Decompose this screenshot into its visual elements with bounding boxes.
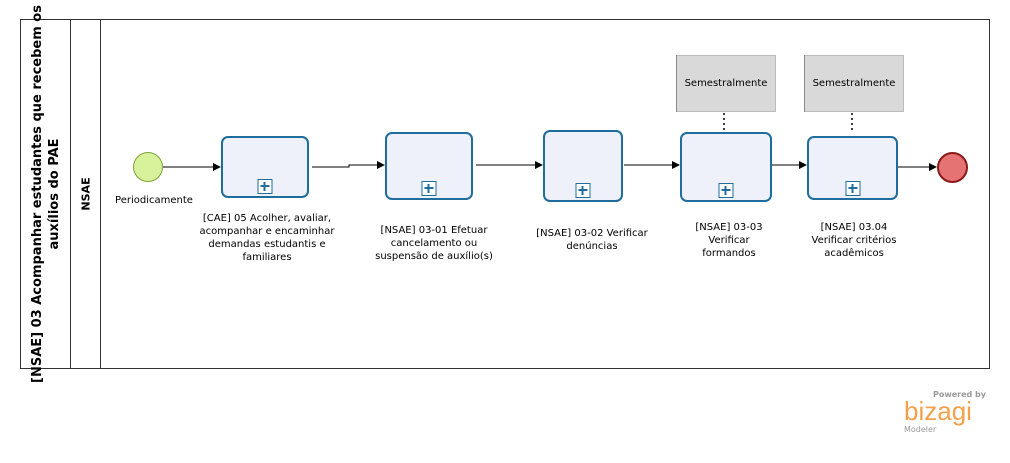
task-nsae-03-01-label: [NSAE] 03-01 Efetuar cancelamento ou sus… xyxy=(349,224,519,263)
label-line: acompanhar e encaminhar xyxy=(199,226,335,237)
label-line: [CAE] 05 Acolher, avaliar, xyxy=(202,213,332,224)
annotation-semestralmente-1: Semestralmente xyxy=(676,55,776,112)
label-line: demandas estudantis e xyxy=(208,239,326,250)
label-line: familiares xyxy=(242,252,292,263)
end-event[interactable] xyxy=(937,152,968,183)
modeler-text: Modeler xyxy=(904,425,937,434)
task-nsae-03-03[interactable] xyxy=(680,132,772,202)
task-nsae-03-02-label: [NSAE] 03-02 Verificar denúncias xyxy=(507,227,677,253)
task-cae-05-label: [CAE] 05 Acolher, avaliar, acompanhar e … xyxy=(182,212,352,264)
task-nsae-03-02[interactable] xyxy=(543,130,623,202)
bizagi-wordmark: bizagi xyxy=(904,396,972,426)
label-line: cancelamento ou xyxy=(390,238,478,249)
subprocess-icon xyxy=(575,183,591,198)
label-line: [NSAE] 03-03 xyxy=(695,222,763,233)
label-line: [NSAE] 03-01 Efetuar xyxy=(380,225,488,236)
task-nsae-03-04[interactable] xyxy=(807,136,898,200)
task-nsae-03-04-label: [NSAE] 03.04 Verificar critérios acadêmi… xyxy=(789,221,919,260)
task-nsae-03-03-label: [NSAE] 03-03 Verificar formandos xyxy=(664,221,794,260)
label-line: [NSAE] 03.04 xyxy=(820,222,888,233)
subprocess-icon xyxy=(421,181,437,196)
subprocess-icon xyxy=(718,183,734,198)
label-line: formandos xyxy=(702,248,756,259)
flow-task1-to-task2 xyxy=(312,161,385,169)
start-event-label: Periodicamente xyxy=(115,195,193,206)
task-nsae-03-01[interactable] xyxy=(385,132,473,200)
pool: [NSAE] 03 Acompanhar estudantes que rece… xyxy=(20,5,990,383)
bizagi-logo: Powered by bizagi Modeler xyxy=(898,390,998,440)
annotation-semestralmente-2: Semestralmente xyxy=(804,55,904,112)
task-cae-05[interactable] xyxy=(221,136,309,198)
subprocess-icon xyxy=(257,179,273,194)
pool-header: [NSAE] 03 Acompanhar estudantes que rece… xyxy=(21,5,71,383)
label-line: Verificar critérios xyxy=(811,235,897,246)
label-line: suspensão de auxílio(s) xyxy=(375,251,493,262)
start-event[interactable] xyxy=(133,152,163,182)
label-line: [NSAE] 03-02 Verificar xyxy=(536,228,648,239)
label-line: denúncias xyxy=(566,241,618,252)
label-line: acadêmicos xyxy=(824,248,884,259)
powered-by-text: Powered by xyxy=(933,390,986,399)
subprocess-icon xyxy=(845,181,860,196)
label-line: Verificar xyxy=(708,235,750,246)
lane-header: NSAE xyxy=(71,20,101,368)
